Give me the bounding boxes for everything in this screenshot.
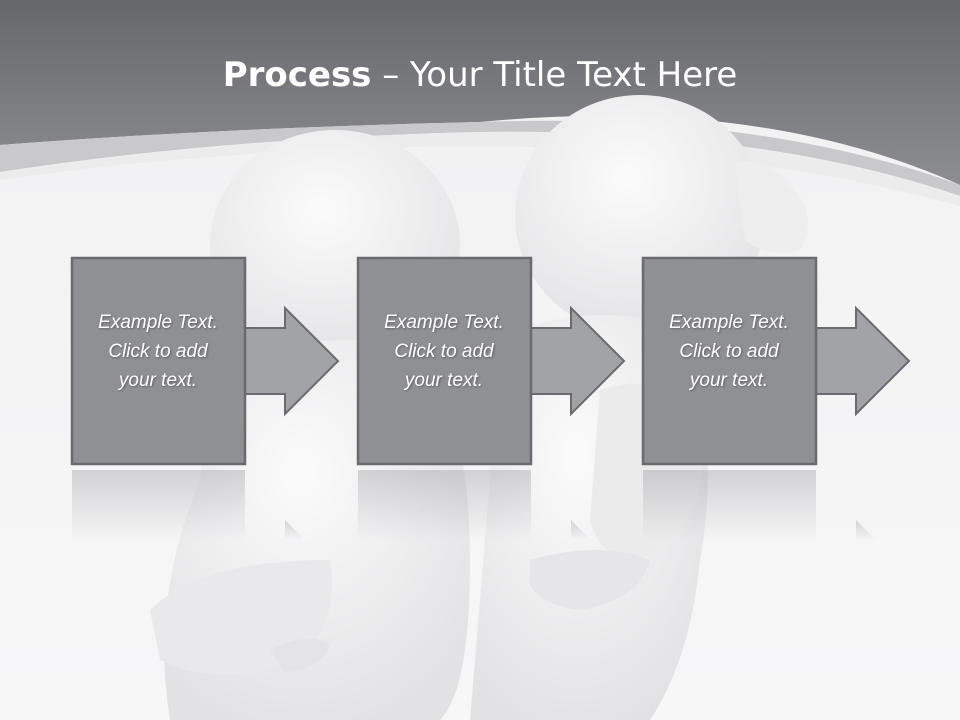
process-step-1[interactable]: Example Text. Click to add your text. (70, 256, 360, 468)
step-line-1: Example Text. (384, 312, 504, 333)
step-line-2: Click to add (679, 341, 779, 362)
step-reflection (358, 470, 591, 540)
process-step-3[interactable]: Example Text. Click to add your text. (641, 256, 931, 468)
step-reflection (643, 470, 876, 540)
process-shape (70, 256, 340, 466)
step-line-3: your text. (404, 370, 484, 391)
step-line-1: Example Text. (98, 312, 218, 333)
title-bold: Process (222, 55, 372, 95)
step-text[interactable]: Example Text. Click to add your text. (649, 308, 809, 395)
step-line-2: Click to add (394, 341, 494, 362)
step-text[interactable]: Example Text. Click to add your text. (364, 308, 524, 395)
process-shape (641, 256, 911, 466)
step-line-2: Click to add (108, 341, 208, 362)
process-shape (356, 256, 626, 466)
step-line-3: your text. (689, 370, 769, 391)
step-line-1: Example Text. (669, 312, 789, 333)
step-text[interactable]: Example Text. Click to add your text. (78, 308, 238, 395)
slide-title[interactable]: Process – Your Title Text Here (0, 50, 960, 100)
title-rest: – Your Title Text Here (382, 55, 738, 95)
step-line-3: your text. (118, 370, 198, 391)
step-reflection (72, 470, 305, 540)
process-step-2[interactable]: Example Text. Click to add your text. (356, 256, 646, 468)
